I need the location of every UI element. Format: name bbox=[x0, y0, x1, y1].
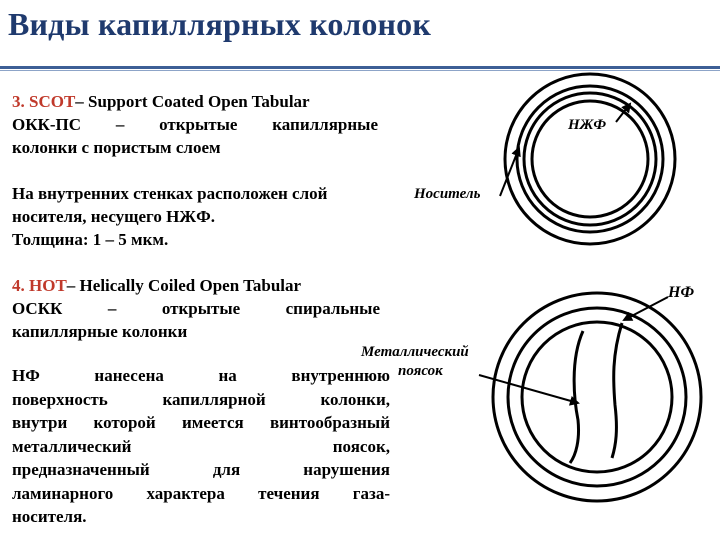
title-divider-thin bbox=[0, 70, 720, 71]
scot-inner-bore bbox=[530, 99, 650, 219]
hot-body-line: НФ нанесена на внутреннюю bbox=[12, 366, 390, 385]
helical-metal-band bbox=[568, 322, 624, 464]
scot-body-line1: На внутренних стенках расположен слой bbox=[12, 184, 328, 203]
label-nzhf: НЖФ bbox=[568, 117, 607, 133]
scot-heading: 3. SCOT– Support Coated Open Tabular bbox=[12, 90, 378, 113]
hot-desc-line1: ОСКК – открытые спиральные bbox=[12, 299, 380, 318]
hot-body-line: металлический поясок, bbox=[12, 436, 390, 456]
hot-body-line: внутри которой имеется винтообразный bbox=[12, 413, 390, 432]
hot-section: 4. HOT– Helically Coiled Open Tabular ОС… bbox=[12, 274, 380, 343]
scot-fullname: – Support Coated Open Tabular bbox=[75, 92, 310, 111]
scot-code: 3. SCOT bbox=[12, 92, 76, 111]
label-metal-line1: Металлический bbox=[361, 344, 469, 360]
hot-fullname: – Helically Coiled Open Tabular bbox=[66, 276, 302, 295]
nzhf-arrow bbox=[615, 102, 632, 123]
scot-desc-line2: колонки с пористым слоем bbox=[12, 138, 221, 157]
label-nf: НФ bbox=[668, 284, 695, 301]
scot-nzhf-ring bbox=[522, 91, 658, 227]
band-right-edge bbox=[610, 322, 624, 459]
scot-body-line2: носителя, несущего НЖФ. bbox=[12, 207, 215, 226]
hot-cross-section bbox=[491, 291, 703, 503]
page-title: Виды капиллярных колонок bbox=[8, 6, 432, 42]
hot-middle-ring bbox=[506, 306, 688, 488]
scot-desc-line1: ОКК-ПС – открытые капиллярные bbox=[12, 115, 378, 134]
hot-code: 4. HOT bbox=[12, 276, 67, 295]
band-left-edge bbox=[568, 330, 585, 464]
scot-carrier-ring bbox=[515, 84, 665, 234]
label-carrier: Носитель bbox=[414, 186, 481, 202]
label-metal-line2: поясок bbox=[398, 363, 443, 379]
carrier-arrow bbox=[499, 146, 521, 197]
hot-body: НФ нанесена на внутреннюю поверхность ка… bbox=[12, 364, 390, 529]
scot-body: На внутренних стенках расположен слой но… bbox=[12, 182, 392, 251]
hot-body-line: ламинарного характера течения газа- bbox=[12, 483, 390, 503]
hot-body-line: поверхность капиллярной колонки, bbox=[12, 389, 390, 409]
title-divider bbox=[0, 66, 720, 69]
scot-body-line3: Толщина: 1 – 5 мкм. bbox=[12, 230, 169, 249]
hot-outer-wall bbox=[491, 291, 703, 503]
nf-arrow bbox=[622, 296, 669, 321]
hot-heading: 4. HOT– Helically Coiled Open Tabular bbox=[12, 274, 380, 297]
hot-inner-bore bbox=[520, 320, 674, 474]
metal-band-arrow bbox=[478, 374, 580, 406]
scot-cross-section bbox=[503, 72, 677, 246]
scot-section: 3. SCOT– Support Coated Open Tabular ОКК… bbox=[12, 90, 378, 159]
hot-body-line: предназначенный для нарушения bbox=[12, 460, 390, 479]
hot-desc-line2: капиллярные колонки bbox=[12, 322, 188, 341]
hot-body-line: носителя. bbox=[12, 507, 87, 526]
scot-outer-wall bbox=[503, 72, 677, 246]
